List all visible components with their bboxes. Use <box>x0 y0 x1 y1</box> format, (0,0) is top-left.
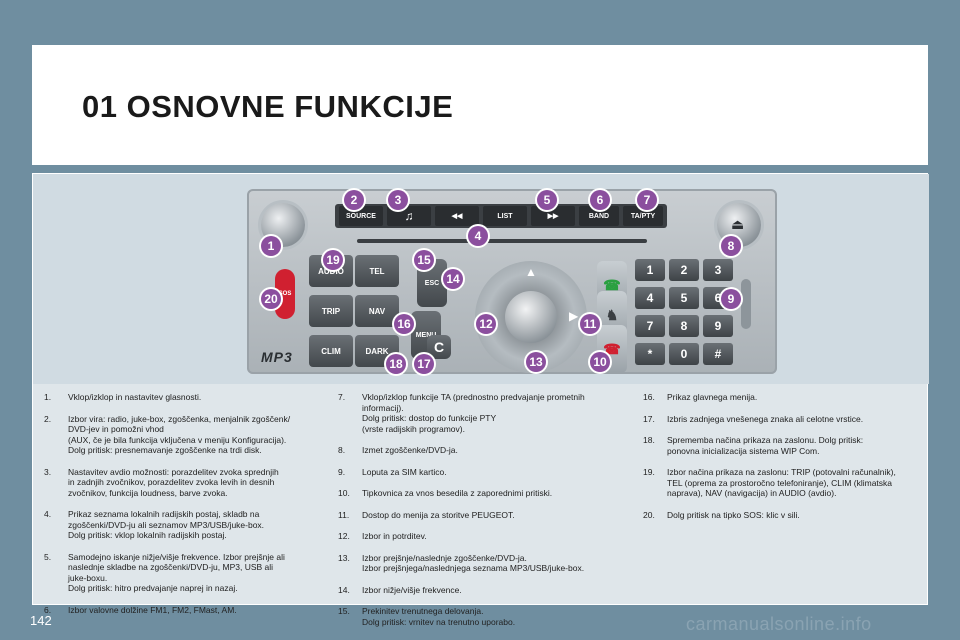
callout-7: 7 <box>637 190 657 210</box>
ta-pty-button[interactable]: TA/PTY <box>623 206 663 226</box>
keypad-9[interactable]: 9 <box>703 315 733 337</box>
keypad-3[interactable]: 3 <box>703 259 733 281</box>
keypad-star[interactable]: * <box>635 343 665 365</box>
callout-15: 15 <box>414 250 434 270</box>
keypad-4[interactable]: 4 <box>635 287 665 309</box>
callout-12: 12 <box>476 314 496 334</box>
list-item: 16.Prikaz glavnega menija. <box>643 392 758 402</box>
list-button[interactable]: LIST <box>483 206 527 226</box>
keypad-7[interactable]: 7 <box>635 315 665 337</box>
callout-13: 13 <box>526 352 546 372</box>
list-item: 18.Sprememba načina prikaza na zaslonu. … <box>643 435 864 456</box>
phone-pickup-icon: ☎ <box>603 276 621 293</box>
lion-logo-icon: ♞ <box>605 306 619 323</box>
keypad-5[interactable]: 5 <box>669 287 699 309</box>
callout-8: 8 <box>721 236 741 256</box>
callout-2: 2 <box>344 190 364 210</box>
seek-forward-button[interactable]: ▶▶ <box>531 206 575 226</box>
nav-button[interactable]: NAV <box>355 295 399 327</box>
list-item: 6.Izbor valovne dolžine FM1, FM2, FMast,… <box>44 604 237 615</box>
callout-16: 16 <box>394 314 414 334</box>
callout-4: 4 <box>468 226 488 246</box>
list-item: 19.Izbor načina prikaza na zaslonu: TRIP… <box>643 467 896 498</box>
callout-20: 20 <box>261 289 281 309</box>
trip-button[interactable]: TRIP <box>309 295 353 327</box>
callout-17: 17 <box>414 354 434 374</box>
rewind-icon: ◀◀ <box>451 213 463 220</box>
list-item: 15.Prekinitev trenutnega delovanja. Dolg… <box>338 606 516 627</box>
list-item: 2.Izbor vira: radio, juke-box, zgoščenka… <box>44 413 291 456</box>
list-item: 9.Loputa za SIM kartico. <box>338 466 447 477</box>
band-button[interactable]: BAND <box>579 206 619 226</box>
callout-10: 10 <box>590 352 610 372</box>
music-note-icon: ♫ <box>404 209 414 223</box>
list-item: 13.Izbor prejšnje/naslednje zgoščenke/DV… <box>338 552 585 574</box>
keypad-2[interactable]: 2 <box>669 259 699 281</box>
list-item: 11.Dostop do menija za storitve PEUGEOT. <box>338 509 515 520</box>
list-item: 10.Tipkovnica za vnos besedila z zapored… <box>338 488 553 498</box>
keypad-hash[interactable]: # <box>703 343 733 365</box>
callout-1: 1 <box>261 236 281 256</box>
list-item: 12.Izbor in potrditev. <box>338 531 427 541</box>
page-title: 01 OSNOVNE FUNKCIJE <box>82 89 454 124</box>
callout-6: 6 <box>590 190 610 210</box>
list-item: 4.Prikaz seznama lokalnih radijskih post… <box>44 509 265 540</box>
arrow-up-icon[interactable]: ▲ <box>525 265 537 279</box>
items-column-1: 1.Vklop/izklop in nastavitev glasnosti. … <box>44 392 329 626</box>
radio-illustration: ⏏ SOURCE ♫ ◀◀ LIST ▶▶ BAND TA/PTY SOS AU… <box>33 174 929 384</box>
arrow-right-icon[interactable]: ▶ <box>569 309 579 323</box>
content-panel: ⏏ SOURCE ♫ ◀◀ LIST ▶▶ BAND TA/PTY SOS AU… <box>32 173 929 627</box>
list-item: 17.Izbris zadnjega vnešenega znaka ali c… <box>643 413 864 424</box>
callout-18: 18 <box>386 354 406 374</box>
callout-9: 9 <box>721 289 741 309</box>
title-panel: 01 OSNOVNE FUNKCIJE <box>32 45 928 165</box>
callout-19: 19 <box>323 250 343 270</box>
eject-icon: ⏏ <box>731 216 745 232</box>
callout-14: 14 <box>443 269 463 289</box>
seek-back-button[interactable]: ◀◀ <box>435 206 479 226</box>
clear-button[interactable]: C <box>427 335 451 359</box>
list-item: 3.Nastavitev avdio možnosti: porazdelite… <box>44 466 279 498</box>
callout-11: 11 <box>580 314 600 334</box>
sos-button[interactable]: SOS <box>275 269 295 319</box>
cd-slot <box>357 239 647 243</box>
source-button[interactable]: SOURCE <box>339 206 383 226</box>
keypad-8[interactable]: 8 <box>669 315 699 337</box>
watermark: carmanualsonline.info <box>686 614 872 634</box>
page-number: 142 <box>30 613 52 628</box>
keypad-1[interactable]: 1 <box>635 259 665 281</box>
callout-5: 5 <box>537 190 557 210</box>
clim-button[interactable]: CLIM <box>309 335 353 367</box>
list-item: 20.Dolg pritisk na tipko SOS: klic v sil… <box>643 509 800 520</box>
fast-forward-icon: ▶▶ <box>547 213 559 220</box>
ok-knob[interactable] <box>505 291 557 343</box>
items-column-3: 16.Prikaz glavnega menija. 17.Izbris zad… <box>643 392 923 531</box>
tel-button[interactable]: TEL <box>355 255 399 287</box>
list-item: 8.Izmet zgoščenke/DVD-ja. <box>338 445 458 455</box>
phone-hangup-icon: ☎ <box>603 340 621 357</box>
mp3-logo: MP3 <box>261 349 293 365</box>
radio-unit: ⏏ SOURCE ♫ ◀◀ LIST ▶▶ BAND TA/PTY SOS AU… <box>247 189 777 374</box>
callout-3: 3 <box>388 190 408 210</box>
items-column-2: 7.Vklop/izklop funkcije TA (prednostno p… <box>338 392 618 638</box>
sim-card-flap[interactable] <box>741 279 751 329</box>
list-item: 7.Vklop/izklop funkcije TA (prednostno p… <box>338 392 585 434</box>
audio-settings-button[interactable]: ♫ <box>387 206 431 226</box>
list-item: 5.Samodejno iskanje nižje/višje frekvenc… <box>44 551 285 594</box>
list-item: 14.Izbor nižje/višje frekvence. <box>338 584 462 595</box>
keypad-0[interactable]: 0 <box>669 343 699 365</box>
list-item: 1.Vklop/izklop in nastavitev glasnosti. <box>44 392 202 402</box>
